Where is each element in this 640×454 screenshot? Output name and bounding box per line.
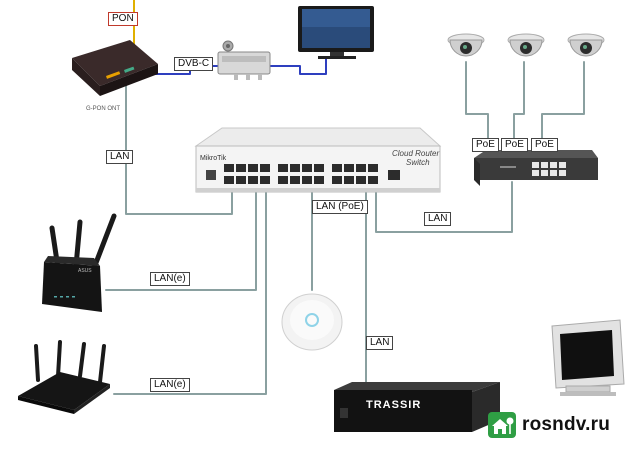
label-lan-router-1: LAN(e) [150, 272, 190, 286]
camera-2 [507, 33, 545, 57]
poe-switch [474, 150, 598, 186]
tv-monitor [298, 6, 374, 59]
label-poe-1: PoE [472, 138, 499, 152]
lan-cable-poe-switch [375, 181, 513, 233]
poe-cable-camera1 [465, 61, 489, 157]
wifi-router-2 [18, 340, 110, 414]
ont-modem: G-PON ONT [72, 40, 158, 112]
label-pon: PON [108, 12, 138, 26]
label-dvbc: DVB-C [174, 57, 214, 71]
camera-1 [447, 33, 485, 57]
label-lan-router-2: LAN(e) [150, 378, 190, 392]
wifi-access-point [281, 293, 343, 351]
lan-cable-router2 [113, 185, 267, 395]
camera-3 [567, 33, 605, 57]
crt-monitor [551, 319, 625, 396]
nvr-brand: TRASSIR [366, 399, 421, 411]
svg-text:G-PON ONT: G-PON ONT [86, 106, 120, 112]
nvr-recorder: TRASSIR [334, 382, 500, 432]
crs-brand: MikroTik [200, 155, 227, 162]
coax-splitter [217, 40, 271, 80]
cloud-router-switch: MikroTik Cloud Router Switch [194, 127, 442, 193]
crs-title-line2: Switch [406, 158, 430, 167]
poe-cable-camera3 [541, 61, 585, 157]
router-brand: ASUS [78, 268, 92, 274]
watermark: rosndv.ru [488, 412, 610, 438]
coax-cable-splitter-tv [269, 57, 327, 75]
label-lan-poe-switch: LAN [424, 212, 452, 226]
label-poe-3: PoE [531, 138, 558, 152]
watermark-text: rosndv.ru [522, 414, 611, 435]
house-tree-icon [488, 412, 516, 438]
poe-cable-camera2 [513, 61, 525, 157]
label-poe-2: PoE [501, 138, 528, 152]
label-lan-nvr: LAN [366, 336, 394, 350]
label-lan-modem: LAN [106, 150, 134, 164]
lan-cable-modem-switch [125, 83, 233, 215]
cables [105, 0, 585, 395]
label-lan-poe-ap: LAN (PoE) [312, 200, 368, 214]
lan-cable-router1 [105, 185, 257, 291]
crs-title-line1: Cloud Router [392, 149, 439, 158]
switch-ports [206, 164, 400, 184]
wifi-router-1: ASUS [42, 213, 117, 312]
